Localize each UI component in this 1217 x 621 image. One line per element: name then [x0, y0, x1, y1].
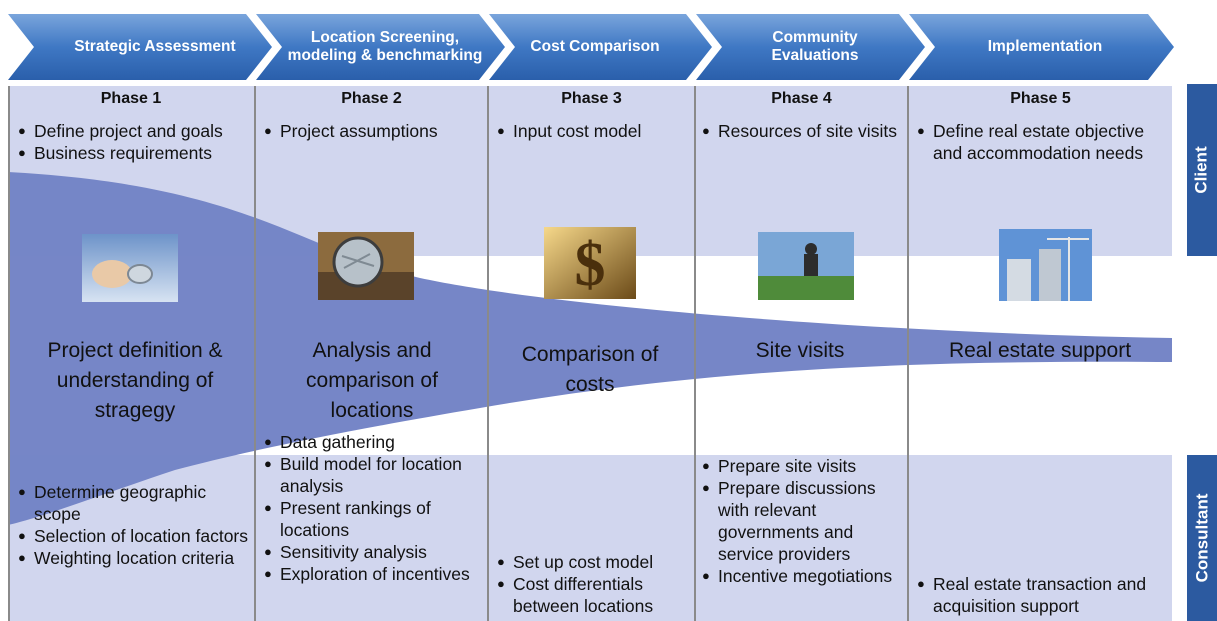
list-item: Incentive megotiations — [700, 565, 905, 587]
funnel-label: Real estate support — [948, 339, 1132, 362]
funnel-label: Analysis and comparison of locations — [306, 339, 438, 422]
consultant-task-list: Data gathering Build model for location … — [262, 431, 484, 585]
stage-title: Community Evaluations — [771, 29, 859, 64]
list-item: Project assumptions — [262, 120, 484, 142]
list-item: Real estate transaction and acquisition … — [915, 573, 1170, 617]
magnifier-map-icon — [318, 232, 414, 300]
funnel-label: Project definition & understanding of st… — [47, 339, 223, 422]
funnel-label: Site visits — [755, 339, 845, 362]
column-divider — [8, 86, 10, 621]
funnel-label: Comparison of costs — [521, 343, 659, 396]
list-item: Present rankings of locations — [262, 497, 484, 541]
list-item: Business requirements — [16, 142, 248, 164]
list-item: Define real estate objective and accommo… — [915, 120, 1165, 164]
hand-compass-icon — [82, 234, 178, 302]
consultant-task-list: Set up cost model Cost differentials bet… — [495, 551, 691, 617]
phase-label: Phase 1 — [100, 90, 162, 107]
phase-label: Phase 3 — [561, 90, 622, 107]
column-divider — [487, 86, 489, 621]
chevron-stage-1 — [8, 14, 272, 80]
svg-text:$: $ — [575, 231, 606, 299]
phase-label: Phase 2 — [341, 90, 402, 107]
phase-label: Phase 5 — [1010, 90, 1071, 107]
chevron-stage-5 — [909, 14, 1174, 80]
list-item: Define project and goals — [16, 120, 248, 142]
list-item: Prepare discussions with relevant govern… — [700, 477, 905, 565]
consultant-task-list: Real estate transaction and acquisition … — [915, 573, 1170, 617]
column-divider — [254, 86, 256, 621]
chevron-stage-2 — [256, 14, 505, 80]
dollar-money-icon: $ — [544, 227, 636, 299]
stage-title: Implementation — [987, 38, 1103, 55]
list-item: Sensitivity analysis — [262, 541, 484, 563]
client-task-list: Define project and goals Business requir… — [16, 120, 248, 164]
side-label-consultant: Consultant — [1187, 455, 1217, 621]
client-task-list: Define real estate objective and accommo… — [915, 120, 1165, 164]
chevron-stage-3 — [489, 14, 712, 80]
client-task-list: Project assumptions — [262, 120, 484, 142]
column-divider — [694, 86, 696, 621]
stage-title: Strategic Assessment — [74, 38, 236, 55]
list-item: Set up cost model — [495, 551, 691, 573]
stage-chevrons — [8, 14, 1174, 80]
site-visit-person-icon — [758, 232, 854, 300]
chevron-stage-4 — [696, 14, 925, 80]
consultant-task-list: Determine geographic scope Selection of … — [16, 481, 251, 569]
list-item: Data gathering — [262, 431, 484, 453]
list-item: Exploration of incentives — [262, 563, 484, 585]
construction-cranes-icon — [999, 229, 1092, 301]
side-label-client: Client — [1187, 84, 1217, 256]
list-item: Weighting location criteria — [16, 547, 251, 569]
column-divider — [907, 86, 909, 621]
client-task-list: Resources of site visits — [700, 120, 900, 142]
list-item: Input cost model — [495, 120, 691, 142]
stage-title: Location Screening, modeling & benchmark… — [287, 29, 483, 64]
list-item: Build model for location analysis — [262, 453, 484, 497]
list-item: Determine geographic scope — [16, 481, 251, 525]
phase-label: Phase 4 — [771, 90, 832, 107]
consultant-task-list: Prepare site visits Prepare discussions … — [700, 455, 905, 587]
list-item: Selection of location factors — [16, 525, 251, 547]
list-item: Prepare site visits — [700, 455, 905, 477]
stage-title: Cost Comparison — [530, 38, 660, 55]
list-item: Resources of site visits — [700, 120, 900, 142]
list-item: Cost differentials between locations — [495, 573, 691, 617]
client-task-list: Input cost model — [495, 120, 691, 142]
